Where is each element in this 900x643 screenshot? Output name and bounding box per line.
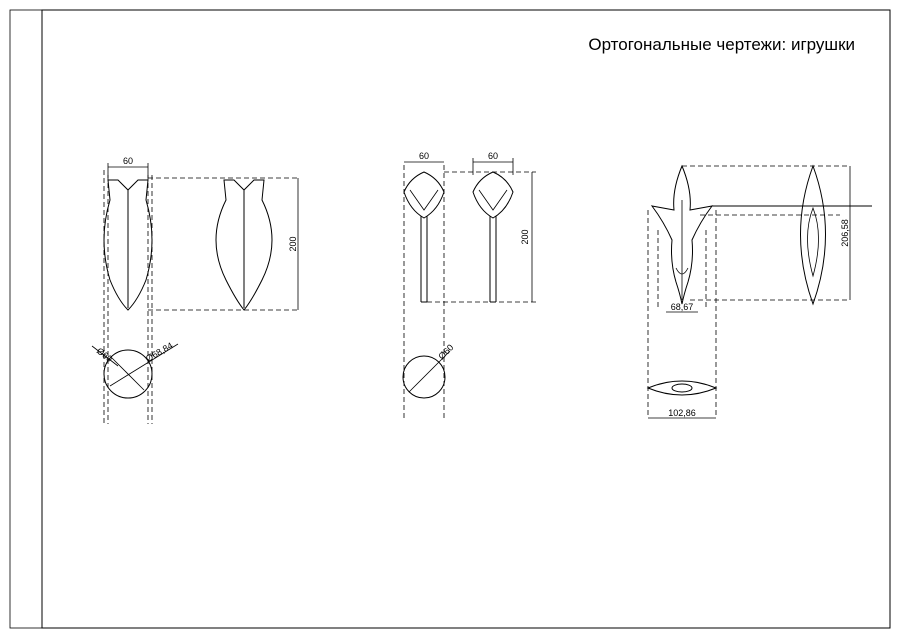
- arrow-dim-width-right: 60: [488, 151, 498, 161]
- leaf-dim-height: 206,58: [840, 219, 850, 247]
- leaf-front-view: [650, 164, 714, 305]
- rocket-dim-width: 60: [123, 156, 133, 166]
- leaf-drawing: 68,67 206,58 102,86: [646, 164, 872, 419]
- arrow-side-head: [472, 171, 514, 219]
- arrow-dim-height: 200: [520, 229, 530, 244]
- leaf-dim-plan-width: 102,86: [668, 408, 696, 418]
- leaf-dim-width: 68,67: [671, 302, 694, 312]
- rocket-side-view: [215, 179, 273, 311]
- outer-frame: [9, 9, 891, 629]
- rocket-drawing: 60 200 Ø60 Ø68,84: [91, 156, 299, 424]
- arrow-top-circle: [402, 355, 446, 399]
- rocket-circle-leader: [109, 343, 179, 387]
- leaf-plan-center: [671, 383, 693, 393]
- leaf-side-view: [800, 164, 826, 306]
- rocket-top-circle: [103, 349, 153, 399]
- arrow-dim-width-left: 60: [419, 151, 429, 161]
- rocket-circle-cross: [111, 357, 145, 391]
- arrow-circle-leader: [408, 350, 451, 393]
- arrow-drawing: 60 60 200 Ø60: [402, 151, 536, 418]
- inner-frame: [41, 9, 891, 629]
- rocket-front-view: [103, 179, 153, 311]
- leaf-plan-view: [646, 380, 718, 396]
- leaf-front-detail: [675, 267, 689, 275]
- leaf-side-inner: [807, 206, 819, 278]
- arrow-side-head-inner: [478, 189, 508, 211]
- sheet-title: Ортогональные чертежи: игрушки: [588, 35, 855, 54]
- rocket-circle-leader: [91, 345, 119, 367]
- rocket-dim-diam-outer: Ø68,84: [144, 340, 175, 363]
- rocket-dim-height: 200: [288, 236, 298, 251]
- arrow-front-head-inner: [409, 189, 439, 211]
- arrow-dim-diam: Ø60: [436, 342, 455, 361]
- arrow-front-head: [403, 171, 445, 219]
